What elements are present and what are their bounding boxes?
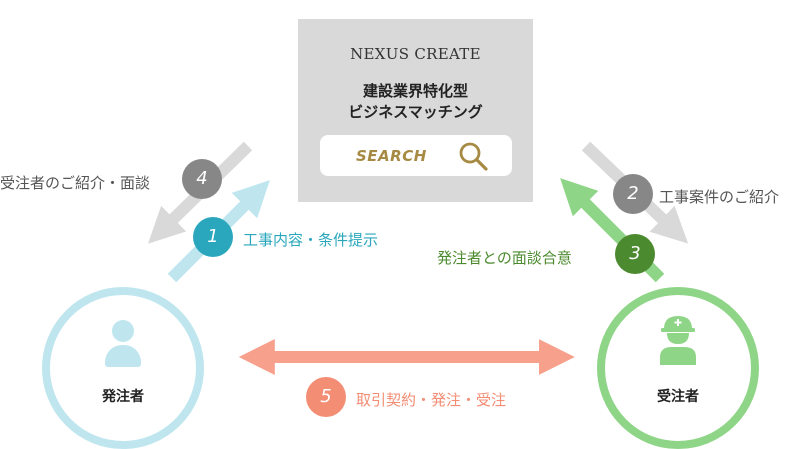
contractor-label: 受注者	[657, 389, 699, 405]
step-1-badge: 1	[193, 217, 233, 257]
search-box[interactable]: SEARCH	[320, 135, 512, 176]
client-label: 発注者	[102, 389, 144, 405]
step-3-label: 発注者との面談合意	[437, 249, 572, 267]
tagline-line-2: ビジネスマッチング	[348, 103, 483, 121]
client-circle: 発注者	[42, 287, 204, 449]
step-1-label: 工事内容・条件提示	[243, 231, 379, 249]
tagline-line-1: 建設業界特化型	[362, 82, 468, 100]
client-person-body	[105, 345, 141, 367]
step-5-badge: 5	[306, 377, 346, 417]
step-3-badge: 3	[615, 234, 655, 274]
client-person-icon	[112, 320, 134, 342]
step-5-label: 取引契約・発注・受注	[356, 391, 507, 409]
step-2-badge: 2	[613, 174, 653, 214]
worker-helmet-icon	[660, 316, 696, 365]
contractor-circle: 受注者	[597, 287, 759, 449]
nexus-create-card: NEXUS CREATE 建設業界特化型 ビジネスマッチング SEARCH	[298, 19, 533, 202]
search-label: SEARCH	[356, 147, 427, 165]
step-4-badge: 4	[182, 159, 222, 199]
magnifier-icon	[459, 142, 488, 171]
step-2-label: 工事案件のご紹介	[659, 188, 780, 206]
brand-name: NEXUS CREATE	[350, 45, 481, 63]
step-4-label: 受注者のご紹介・面談	[0, 174, 151, 192]
